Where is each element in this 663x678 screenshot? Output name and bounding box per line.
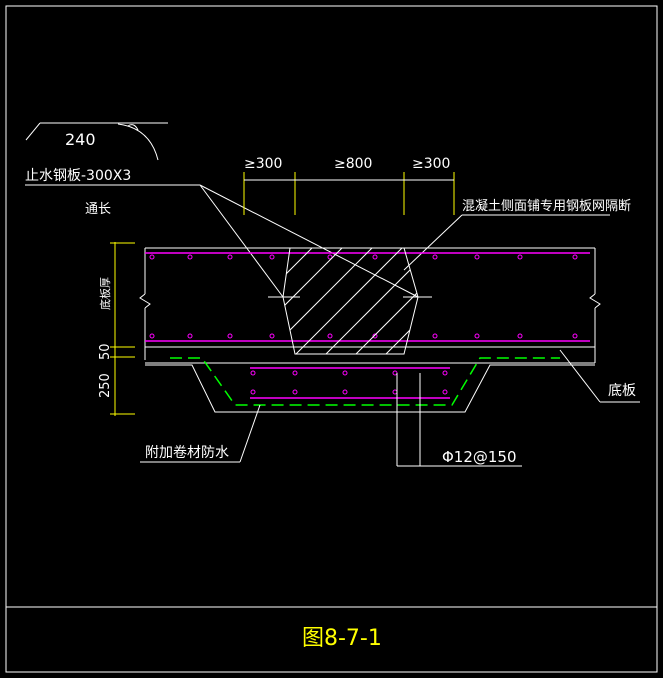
dim-50: 50	[98, 343, 113, 360]
angle-annotation	[25, 122, 168, 161]
left-dimension-chain	[110, 242, 135, 416]
through-length-label: 通长	[85, 202, 111, 217]
rebar-dots-bottom	[149, 333, 578, 339]
waterstop-label: 止水钢板-300X3	[25, 168, 131, 184]
rebar-spec-label: Φ12@150	[442, 448, 517, 466]
mesh-note-leader	[403, 214, 463, 271]
post-cast-strip	[282, 247, 419, 355]
rebar-dots-top	[149, 254, 578, 260]
dim-mid: ≥800	[334, 156, 372, 172]
dim-right: ≥300	[412, 156, 450, 172]
rebar-leaders	[396, 373, 522, 467]
extra-waterproof-label: 附加卷材防水	[145, 445, 229, 461]
bottom-slab-leader	[559, 349, 601, 403]
slab-outline	[139, 247, 601, 364]
dim-250: 250	[98, 373, 113, 398]
mesh-note: 混凝土侧面铺专用钢板网隔断	[462, 198, 631, 214]
waterstop-leaders	[199, 184, 419, 298]
angle-value: 240	[65, 130, 96, 149]
drawing-border	[5, 5, 658, 673]
bottom-slab-label: 底板	[608, 383, 636, 399]
sump-outline	[145, 364, 595, 413]
top-dimension-lines	[243, 172, 455, 215]
waterproof-layer	[170, 357, 560, 406]
dim-left: ≥300	[244, 156, 282, 172]
figure-title: 图8-7-1	[302, 626, 382, 651]
strip-hatch	[283, 248, 418, 354]
sump-rebar-dots	[250, 370, 448, 395]
slab-thickness-label: 底板厚	[98, 277, 112, 310]
extra-waterproof-leader	[239, 404, 261, 463]
